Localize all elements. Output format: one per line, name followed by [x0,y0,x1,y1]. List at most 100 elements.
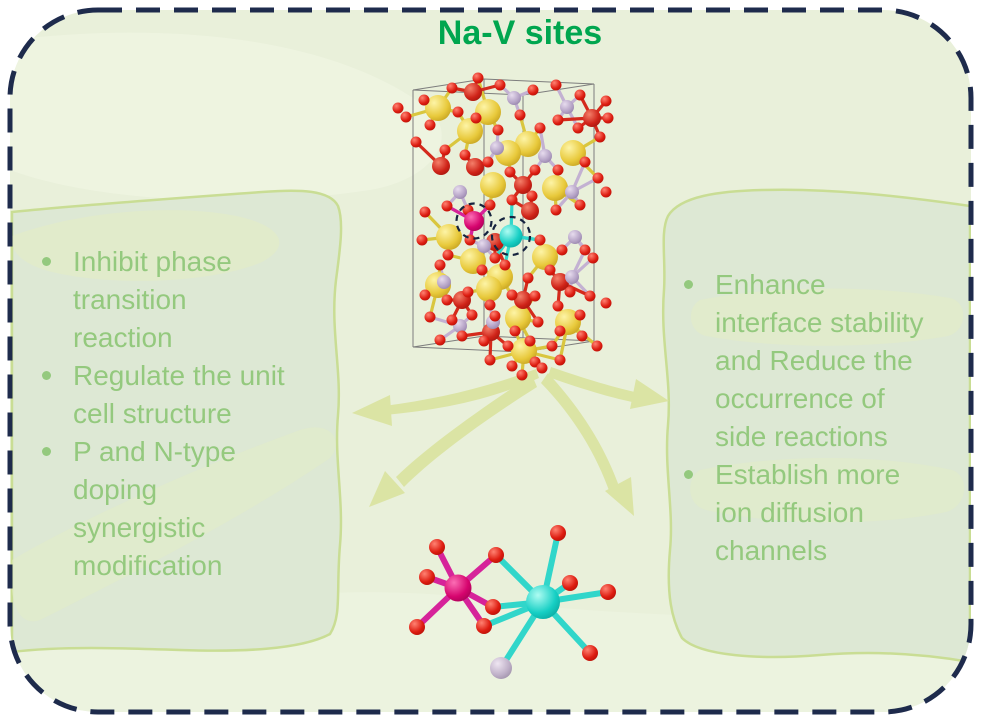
o-atom [416,234,428,246]
o-atom [392,102,404,114]
na-atom [515,131,541,157]
o-atom [582,645,598,661]
o-atom [522,272,534,284]
atom-group-na [425,95,586,364]
na-atom [532,244,558,270]
molecule-atoms [409,525,616,679]
p-atom [437,275,451,289]
bullet-dot-icon [42,371,51,380]
cy-atom [526,585,560,619]
dopant-highlight-ring [490,215,532,257]
o-atom [584,290,596,302]
o-atom [556,244,568,256]
o-atom [494,79,506,91]
o-atom [576,330,588,342]
o-atom [446,314,458,326]
atom-group-o [392,72,614,381]
o-atom [484,354,496,366]
o-atom [524,335,536,347]
o-atom [441,200,453,212]
o-atom [554,354,566,366]
o-atom [409,619,425,635]
atom-group-mg [464,211,484,231]
doped-cluster-image [409,525,616,679]
v-atom [521,202,539,220]
o-atom [478,335,490,347]
o-atom [400,111,412,123]
crystal-structure-image [392,72,614,381]
o-atom [509,325,521,337]
right-panel-tint-band [690,457,965,523]
o-atom [544,264,556,276]
bullet-dot-icon [684,470,693,479]
o-atom [554,325,566,337]
p-atom [490,141,504,155]
o-atom [476,264,488,276]
o-atom [574,89,586,101]
na-atom [542,175,568,201]
arrow-left-down [369,375,537,507]
o-atom [546,340,558,352]
o-atom [532,316,544,328]
o-atom [562,575,578,591]
arrow-right-down [541,373,634,516]
atom-group-cy [499,224,523,248]
o-atom [504,166,516,178]
v-atom [514,291,532,309]
o-atom [410,136,422,148]
o-atom [488,547,504,563]
v-atom [466,158,484,176]
mg-atom [464,211,484,231]
na-atom [560,140,586,166]
o-atom [446,82,458,94]
mg-atom [444,574,472,602]
right-panel-tint-top [690,288,964,346]
page-title: Na-V sites [437,14,603,52]
o-atom [600,297,612,309]
p-atom [565,185,579,199]
o-atom [462,286,474,298]
o-atom [529,290,541,302]
o-atom [492,124,504,136]
o-atom [424,311,436,323]
o-atom [506,360,518,372]
o-atom [534,122,546,134]
o-atom [470,112,482,124]
o-atom [552,164,564,176]
v-atom [583,109,601,127]
o-atom [506,194,518,206]
o-atom [419,206,431,218]
bullet-dot-icon [42,447,51,456]
p-atom [568,230,582,244]
arrow-left-up [352,369,539,426]
na-atom [436,224,462,250]
p-atom [453,185,467,199]
o-atom [600,584,616,600]
na-atom [425,95,451,121]
molecule-bonds [414,530,611,671]
o-atom [534,234,546,246]
na-atom [476,276,502,302]
p-atom [477,239,491,253]
v-atom [514,176,532,194]
p-atom [565,270,579,284]
o-atom [550,204,562,216]
v-atom [432,157,450,175]
na-atom [505,305,531,331]
o-atom [591,340,603,352]
o-atom [456,330,468,342]
o-atom [602,112,614,124]
o-atom [439,144,451,156]
v-atom [464,83,482,101]
o-atom [424,119,436,131]
o-atom [529,164,541,176]
